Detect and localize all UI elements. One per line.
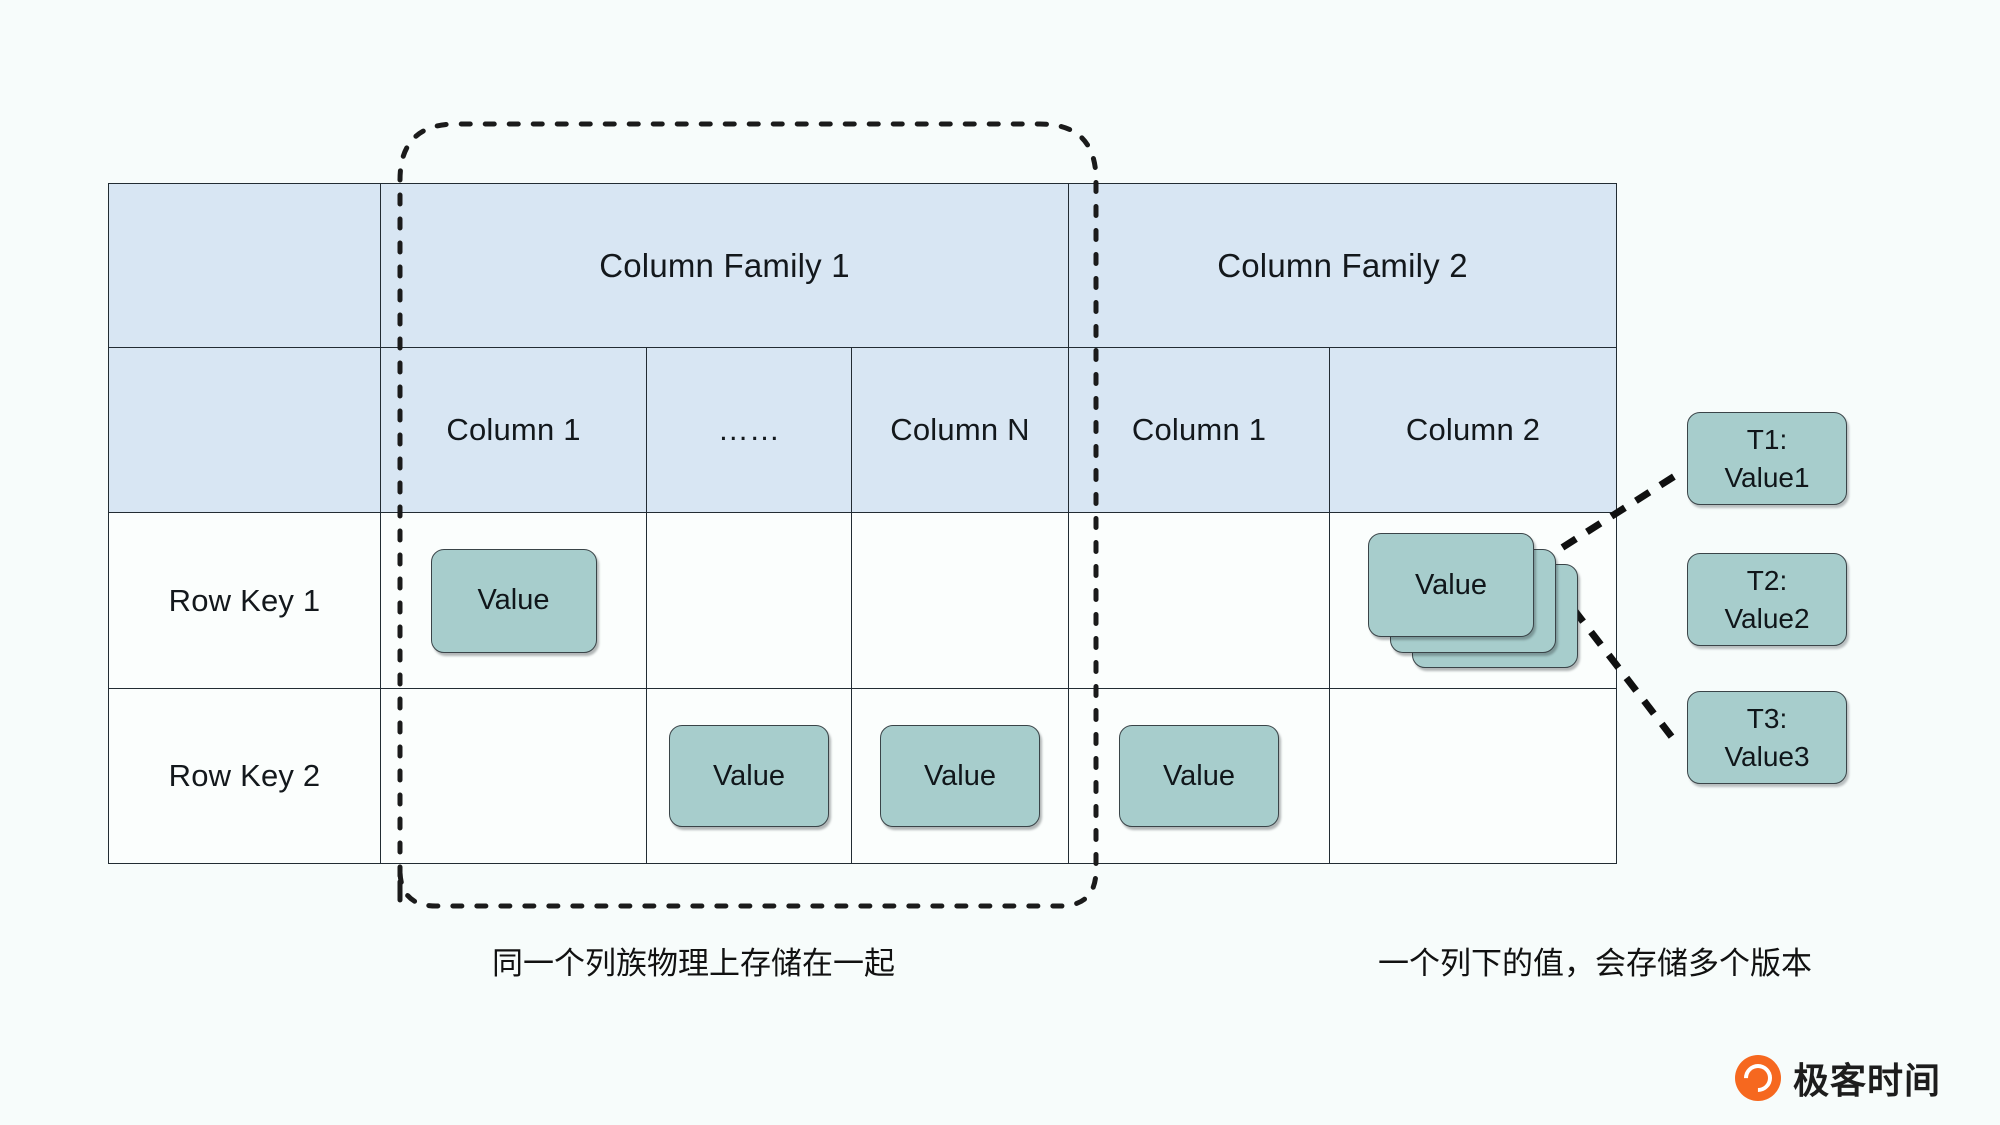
column-family-2-label: Column Family 2 — [1217, 246, 1468, 284]
version-box-t2: T2: Value2 — [1687, 553, 1847, 646]
version-value-label: Value3 — [1724, 740, 1810, 772]
version-time-label: T1: — [1746, 423, 1788, 455]
cell-r2-cf1-col1 — [380, 688, 647, 864]
column-header-row: Column 1 …… Column N Column 1 Column 2 — [108, 347, 1618, 513]
geek-time-logo-icon — [1735, 1055, 1781, 1101]
row-key-cell: Row Key 2 — [108, 688, 381, 864]
column-label: Column 1 — [1131, 412, 1267, 448]
version-value-label: Value2 — [1724, 602, 1810, 634]
caption-multi-version: 一个列下的值，会存储多个版本 — [1378, 946, 1812, 982]
column-label: Column N — [890, 412, 1030, 448]
cell-r1-cf2-col2: Value — [1328, 512, 1618, 689]
corner-cell — [108, 183, 381, 348]
cell-r1-cf2-col1 — [1068, 512, 1330, 689]
column-header-cf1-coln: Column N — [851, 347, 1069, 513]
version-box-t3: T3: Value3 — [1687, 691, 1847, 784]
table-row: Row Key 2 Value Value Value — [108, 688, 1618, 864]
cell-r1-cf1-ellipsis — [646, 512, 852, 689]
rowkey-header-cell — [108, 347, 381, 513]
column-family-1-label: Column Family 1 — [599, 246, 850, 284]
cell-r2-cf1-ellipsis: Value — [646, 688, 852, 864]
cell-r1-cf1-col1: Value — [380, 512, 647, 689]
cell-r1-cf1-coln — [851, 512, 1069, 689]
column-family-1-header: Column Family 1 — [380, 183, 1069, 348]
caption-column-family-storage: 同一个列族物理上存储在一起 — [492, 946, 895, 982]
cell-r2-cf2-col2 — [1328, 688, 1618, 864]
value-chip: Value — [880, 725, 1040, 827]
row-key-cell: Row Key 1 — [108, 512, 381, 689]
value-version-stack: Value — [1368, 533, 1578, 668]
version-value-label: Value1 — [1724, 461, 1810, 493]
value-chip: Value — [430, 548, 597, 653]
column-family-header-row: Column Family 1 Column Family 2 — [108, 183, 1618, 348]
cell-r2-cf1-coln: Value — [851, 688, 1069, 864]
column-label: …… — [717, 412, 781, 448]
version-box-t1: T1: Value1 — [1687, 412, 1847, 505]
table-row: Row Key 1 Value Value — [108, 512, 1618, 689]
column-label: Column 1 — [446, 412, 581, 448]
value-chip: Value — [1119, 725, 1279, 827]
column-header-cf2-col1: Column 1 — [1068, 347, 1330, 513]
row-key-label: Row Key 2 — [168, 758, 321, 794]
row-key-label: Row Key 1 — [168, 582, 321, 618]
column-header-cf2-col2: Column 2 — [1328, 347, 1618, 513]
column-header-cf1-ellipsis: …… — [646, 347, 852, 513]
geek-time-logo-text: 极客时间 — [1793, 1061, 1942, 1102]
hbase-schema-table: Column Family 1 Column Family 2 Column 1… — [108, 183, 1618, 864]
value-chip-version-1: Value — [1368, 533, 1534, 637]
value-chip: Value — [669, 725, 829, 827]
cell-r2-cf2-col1: Value — [1068, 688, 1330, 864]
version-time-label: T3: — [1746, 702, 1788, 734]
column-header-cf1-col1: Column 1 — [380, 347, 647, 513]
geek-time-watermark: 极客时间 — [1735, 1052, 1941, 1104]
column-family-2-header: Column Family 2 — [1067, 183, 1618, 348]
column-label: Column 2 — [1405, 412, 1541, 448]
version-time-label: T2: — [1746, 564, 1788, 596]
